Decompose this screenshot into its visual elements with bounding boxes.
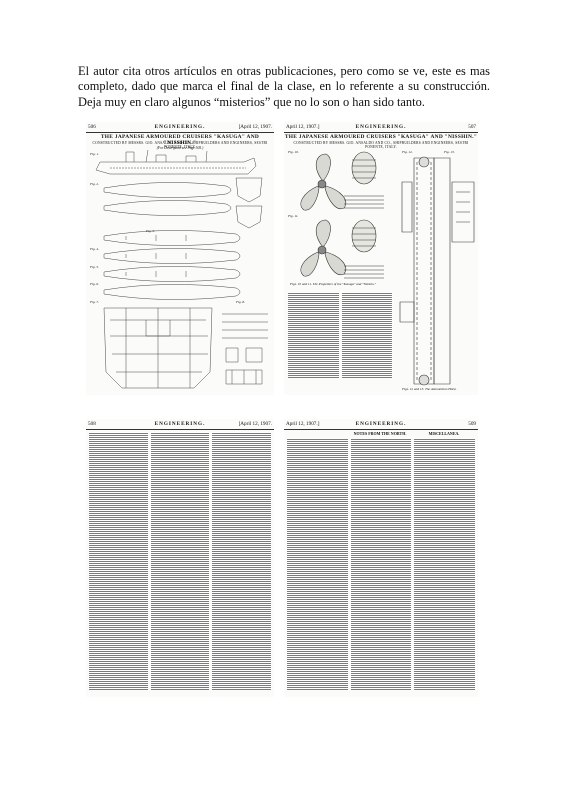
figure-label: Fig. 12. xyxy=(402,150,413,154)
journal-name: ENGINEERING. xyxy=(355,421,407,427)
text-column xyxy=(89,432,148,690)
scan-page-509: April 12, 1907.] ENGINEERING. 509 NOTES … xyxy=(284,419,478,697)
page-number: 507 xyxy=(468,124,476,130)
figure-label: Fig. 4. xyxy=(90,247,99,251)
figure-label: Fig. 8. xyxy=(236,300,245,304)
article-text-columns xyxy=(287,438,476,690)
text-column xyxy=(150,432,210,690)
text-column xyxy=(287,438,348,690)
article-subtitle: CONSTRUCTED BY MESSRS. GIO. ANSALDO AND … xyxy=(92,141,268,149)
page-date: April 12, 1907.] xyxy=(286,124,320,130)
figure-label: Fig. 13. xyxy=(444,150,455,154)
article-text-columns xyxy=(288,292,392,378)
figure-caption: Figs. 10 and 11. The Propellers of the "… xyxy=(290,282,377,286)
text-column xyxy=(350,438,412,690)
page-header: 506 ENGINEERING. [April 12, 1907. xyxy=(86,122,274,133)
article-subtitle: CONSTRUCTED BY MESSRS. GIO. ANSALDO AND … xyxy=(293,141,469,149)
figure-label: Fig. 6. xyxy=(90,282,99,286)
scan-page-507: April 12, 1907.] ENGINEERING. 507 THE JA… xyxy=(284,122,478,395)
page-number: 509 xyxy=(468,421,476,427)
article-note: (For Description see Page 505.) xyxy=(156,146,204,150)
figure-label: Fig. 7. xyxy=(90,300,99,304)
journal-name: ENGINEERING. xyxy=(154,421,206,427)
article-title: THE JAPANESE ARMOURED CRUISERS "KASUGA" … xyxy=(284,134,478,140)
scan-page-506: 506 ENGINEERING. [April 12, 1907. THE JA… xyxy=(86,122,274,395)
page-header: April 12, 1907.] ENGINEERING. 509 xyxy=(284,419,478,430)
text-column xyxy=(288,292,339,378)
page-number: 508 xyxy=(88,421,96,427)
journal-name: ENGINEERING. xyxy=(154,124,206,130)
page-date: [April 12, 1907. xyxy=(238,421,272,427)
figure-label: Fig. 11. xyxy=(288,214,299,218)
figure-label: Fig. 10. xyxy=(288,150,299,154)
section-heading: MISCELLANEA. xyxy=(428,431,460,436)
article-text-columns xyxy=(89,432,272,690)
section-heading: NOTES FROM THE NORTH. xyxy=(353,431,407,436)
scan-page-508: 508 ENGINEERING. [April 12, 1907. xyxy=(86,419,274,697)
figure-label: Fig. 1. xyxy=(90,152,99,156)
figure-label: Fig. 5. xyxy=(90,265,99,269)
ship-drawings xyxy=(95,149,268,389)
intro-paragraph: El autor cita otros artículos en otras p… xyxy=(78,64,490,109)
text-column xyxy=(414,438,476,690)
article-title: THE JAPANESE ARMOURED CRUISERS "KASUGA" … xyxy=(100,134,260,146)
page-number: 506 xyxy=(88,124,96,130)
journal-name: ENGINEERING. xyxy=(355,124,407,130)
propeller-and-hoist-drawings xyxy=(300,151,475,386)
page-header: 508 ENGINEERING. [April 12, 1907. xyxy=(86,419,274,430)
page-date: April 12, 1907.] xyxy=(286,421,320,427)
page-header: April 12, 1907.] ENGINEERING. 507 xyxy=(284,122,478,133)
text-column xyxy=(341,292,392,378)
page-date: [April 12, 1907. xyxy=(238,124,272,130)
figure-caption: Figs. 12 and 13. The Ammunition Hoist. xyxy=(402,387,457,391)
text-column xyxy=(212,432,272,690)
figure-label: Fig. 2. xyxy=(90,182,99,186)
